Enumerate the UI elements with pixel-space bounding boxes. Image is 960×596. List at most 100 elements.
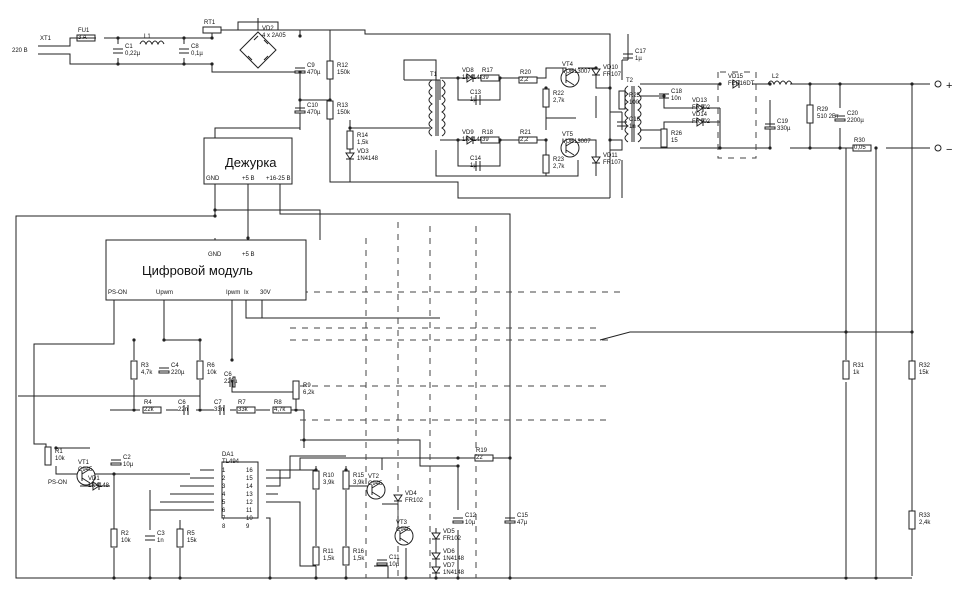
vd13-value-label: FR102 — [692, 105, 711, 111]
junction-dot — [768, 82, 772, 86]
c16-value-label: 1n — [629, 124, 636, 130]
junction-dot — [498, 76, 502, 80]
junction-dot — [434, 576, 438, 580]
c12-ref-label: C12 — [465, 513, 477, 519]
t2-ref-label: T2 — [626, 78, 634, 84]
r32-ref-label: R32 — [919, 363, 931, 369]
junction-dot — [456, 464, 460, 468]
vd4-ref-label: VD4 — [405, 491, 417, 497]
junction-dot — [230, 358, 234, 362]
r31-value-label: 1k — [853, 370, 860, 376]
r25-value-label: 100 — [629, 100, 640, 106]
junction-dot — [294, 408, 298, 412]
junction-dot — [808, 146, 812, 150]
digital-pin-pson: PS-ON — [108, 290, 127, 296]
r21-value-label: 2,2 — [520, 137, 529, 143]
r6-value-label: 10k — [207, 370, 218, 376]
r3-ref-label: R3 — [141, 363, 149, 369]
junction-dot — [198, 338, 202, 342]
junction-dot — [508, 456, 512, 460]
junction-dot — [268, 576, 272, 580]
junction-dot — [132, 338, 136, 342]
da1-pin-15: 15 — [246, 476, 253, 482]
junction-dot — [874, 146, 878, 150]
r22-ref-label: R22 — [553, 91, 565, 97]
r14-value-label: 1,5k — [357, 140, 369, 146]
vd7-ref-label: VD7 — [443, 563, 455, 569]
r9-ref-label: R9 — [303, 383, 311, 389]
junction-dot — [132, 408, 136, 412]
mains-label: 220 В — [12, 48, 28, 54]
da1-pin-9: 9 — [246, 524, 250, 530]
junction-dot — [213, 208, 217, 212]
vt2-value-label: C945 — [368, 481, 383, 487]
digital-pin-ix: Ix — [244, 290, 249, 296]
junction-dot — [508, 576, 512, 580]
rt1-symbol: RT1 — [202, 20, 222, 34]
junction-dot — [298, 70, 302, 74]
junction-dot — [198, 408, 202, 412]
r15-ref-label: R15 — [353, 473, 365, 479]
vd2-value-label: 4 x 2A05 — [262, 33, 286, 39]
r19-ref-label: R19 — [476, 448, 488, 454]
r8-ref-label: R8 — [274, 400, 282, 406]
digital-module-title: Цифровой модуль — [142, 263, 253, 278]
c4-ref-label: C4 — [171, 363, 179, 369]
junction-dot — [116, 36, 120, 40]
junction-dot — [210, 36, 214, 40]
r29-value-label: 510 2Вт — [817, 114, 839, 120]
r5-ref-label: R5 — [187, 531, 195, 537]
da1-pin-12: 12 — [246, 500, 253, 506]
da1-pin-8: 8 — [222, 524, 226, 530]
vt4-value-label: MJE13007 — [562, 69, 591, 75]
vd3-ref-label: VD3 — [357, 149, 369, 155]
vd3-value-label: 1N4148 — [357, 156, 379, 162]
c18-ref-label: C18 — [671, 89, 683, 95]
r9-symbol: R96,2k — [292, 380, 315, 400]
c2-ref-label: C2 — [123, 455, 131, 461]
r30-value-label: 0,05 — [854, 145, 866, 151]
vd15-value-label: FEP16DT — [728, 81, 755, 87]
c17-ref-label: C17 — [635, 49, 647, 55]
junction-dot — [594, 66, 598, 70]
vd10-value-label: FR107 — [603, 72, 622, 78]
output-minus-label: − — [946, 144, 952, 156]
vt3-ref-label: VT3 — [396, 520, 408, 526]
junction-dot — [404, 576, 408, 580]
output-minus-terminal — [934, 144, 942, 152]
da1-pin-10: 10 — [246, 516, 253, 522]
vt1-value-label: C945 — [78, 467, 93, 473]
r13-ref-label: R13 — [337, 103, 349, 109]
junction-dot — [910, 82, 914, 86]
r25-ref-label: R25 — [629, 93, 641, 99]
c17-value-label: 1µ — [635, 56, 642, 62]
r11-ref-label: R11 — [323, 549, 334, 555]
c6b-ref-label: C6 — [178, 400, 186, 406]
standby-module-title: Дежурка — [225, 155, 277, 170]
c9-ref-label: C9 — [307, 63, 315, 69]
t1-ref-label: T1 — [430, 72, 438, 78]
r30-ref-label: R30 — [854, 138, 866, 144]
